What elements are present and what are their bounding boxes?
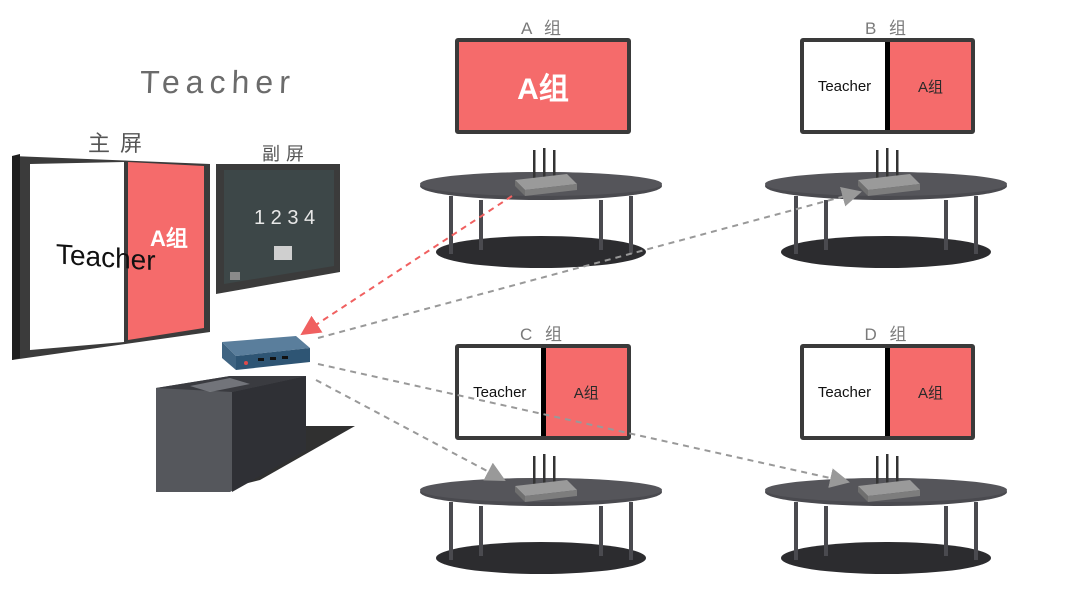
group-d-right-pane: A组 <box>890 348 971 436</box>
arrow-box-to-b <box>317 187 862 339</box>
group-c-right-pane: A组 <box>545 348 627 436</box>
group-d-left-pane: Teacher <box>804 348 885 436</box>
group-a-label: A 组 <box>520 19 566 38</box>
main-screen-left-pane <box>30 162 124 350</box>
main-screen-right-text: A组 <box>150 226 188 251</box>
group-d-monitor: Teacher A组 <box>800 344 975 440</box>
main-screen-left-text: Teacher <box>56 238 156 276</box>
sub-screen: 1 2 3 4 <box>216 164 340 294</box>
sub-screen-label: 副屏 <box>262 144 310 164</box>
group-d-label: D 组 <box>864 325 911 344</box>
router-d <box>858 454 920 502</box>
main-screen: Teacher A组 <box>12 154 210 360</box>
router-a <box>515 148 577 196</box>
main-screen-label: 主屏 <box>88 131 153 156</box>
router-b <box>858 148 920 196</box>
sub-screen-app-icon <box>274 246 292 260</box>
group-b-label: B 组 <box>864 19 911 38</box>
sub-screen-corner-icon <box>230 272 240 280</box>
arrow-box-to-d <box>317 363 850 488</box>
group-a-monitor: A组 <box>455 38 631 134</box>
group-b-left-pane: Teacher <box>804 42 885 130</box>
group-b-right-pane: A组 <box>890 42 971 130</box>
sub-screen-board-text: 1 2 3 4 <box>254 207 315 229</box>
group-c-label: C 组 <box>520 325 566 344</box>
main-screen-right-pane <box>128 162 204 340</box>
podium <box>156 336 355 492</box>
arrow-a-to-box <box>300 195 513 336</box>
router-c <box>515 454 577 502</box>
group-c-left-pane: Teacher <box>459 348 541 436</box>
group-a-screen-text: A组 <box>459 42 627 130</box>
box-power-icon <box>244 361 248 365</box>
arrow-box-to-c <box>315 379 506 481</box>
group-c-monitor: Teacher A组 <box>455 344 631 440</box>
group-b-monitor: Teacher A组 <box>800 38 975 134</box>
